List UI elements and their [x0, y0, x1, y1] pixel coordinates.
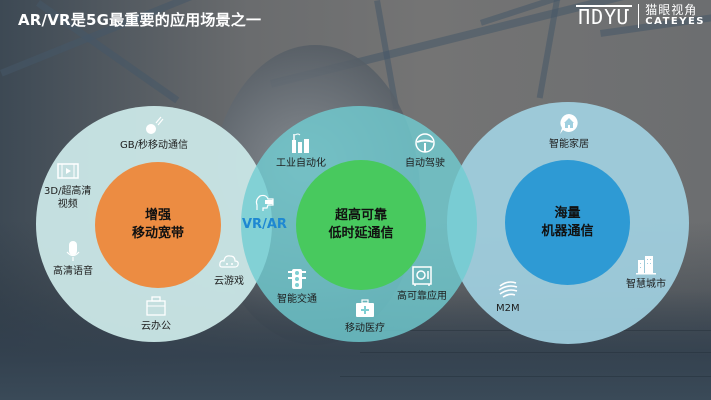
traffic-light-icon: [288, 269, 306, 289]
page-title: AR/VR是5G最重要的应用场景之一: [18, 11, 262, 29]
city-buildings-icon: [636, 256, 656, 275]
item-3d-video: 3D/超高清 视频: [44, 160, 91, 211]
item-gbps-mobile: GB/秒移动通信: [120, 114, 188, 152]
logo-name-en: CATEYES: [645, 16, 705, 27]
core-mmtc: 海量 机器通信: [505, 160, 630, 285]
item-cloud-gaming: 云游戏: [214, 250, 244, 288]
core-urllc: 超高可靠 低时延通信: [296, 160, 426, 290]
item-autonomous-driving: 自动驾驶: [405, 132, 445, 170]
core-mmtc-line2: 机器通信: [541, 223, 594, 239]
item-mobile-healthcare: 移动医疗: [345, 297, 385, 335]
core-urllc-line1: 超高可靠: [334, 208, 387, 223]
core-mmtc-line1: 海量: [554, 205, 581, 221]
steering-wheel-icon: [415, 133, 435, 153]
item-smart-traffic: 智能交通: [277, 268, 317, 306]
core-embb: 增强 移动宽带: [95, 162, 221, 288]
item-industrial-automation: 工业自动化: [276, 132, 326, 170]
brand-logo: ПDYՄ 猫眼视角 CATEYES: [576, 4, 705, 28]
logo-mark: ПDYՄ: [576, 5, 633, 29]
medical-kit-icon: [356, 299, 374, 317]
logo-name-cn: 猫眼视角: [645, 3, 698, 17]
item-high-reliability: 高可靠应用: [397, 265, 447, 303]
vr-headset-icon: [256, 194, 275, 211]
microphone-icon: [66, 241, 80, 261]
item-m2m: M2M: [496, 277, 520, 315]
video-film-icon: [56, 163, 79, 179]
briefcase-icon: [146, 296, 166, 316]
core-embb-line2: 移动宽带: [131, 226, 184, 241]
item-cloud-office: 云办公: [141, 295, 171, 333]
core-urllc-line2: 低时延通信: [328, 226, 394, 241]
globe-signal-icon: [498, 281, 518, 298]
core-embb-line1: 增强: [144, 208, 171, 223]
item-hd-voice: 高清语音: [53, 240, 93, 278]
item-smart-city: 智慧城市: [626, 253, 666, 291]
safe-icon: [412, 266, 432, 286]
smart-home-icon: [560, 114, 578, 134]
overlap-vr-ar: VR/AR: [242, 192, 287, 231]
cloud-game-icon: [219, 255, 239, 268]
comet-icon: [145, 116, 164, 134]
factory-icon: [292, 133, 309, 153]
item-smart-home: 智能家居: [549, 113, 589, 151]
logo-divider: [638, 4, 640, 28]
